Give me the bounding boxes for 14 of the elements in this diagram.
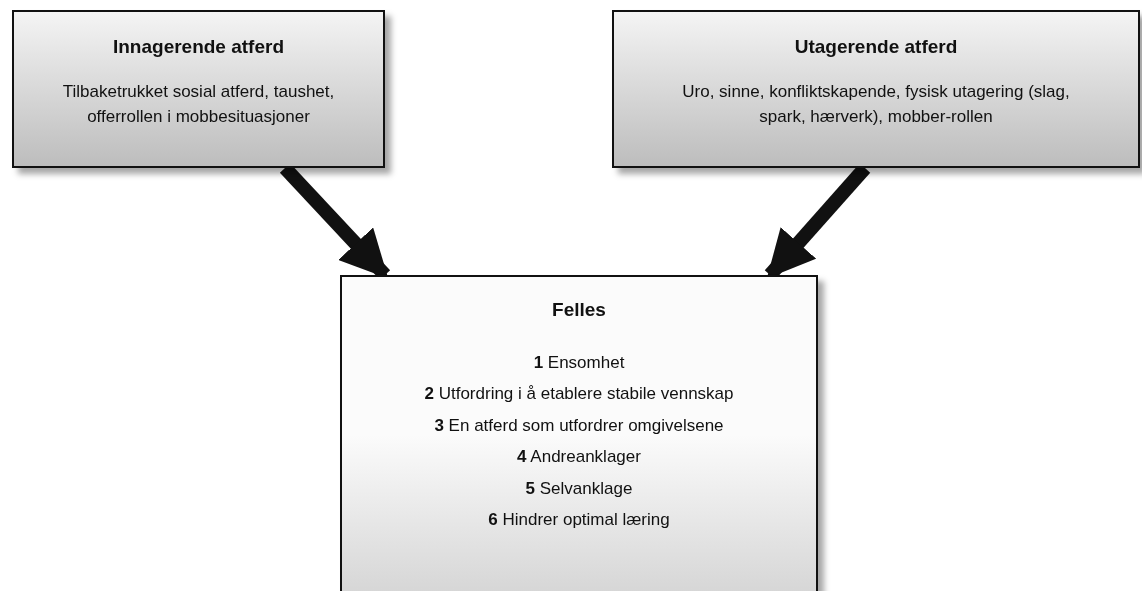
- list-item: 6 Hindrer optimal læring: [488, 509, 670, 532]
- list-item: 5 Selvanklage: [525, 477, 633, 500]
- list-item: 2 Utfordring i å etablere stabile vennskap: [424, 383, 734, 406]
- text-box: [12, 10, 385, 168]
- box-heading: Felles: [552, 299, 606, 321]
- box-heading: Utagerende atferd: [794, 36, 958, 58]
- box-heading: Innagerende atferd: [112, 36, 284, 58]
- list-item: 4 Andreanklager: [517, 446, 641, 469]
- list-item: 3 En atferd som utfordrer omgivelsene: [434, 414, 724, 437]
- text-box: [340, 275, 818, 591]
- box-text: Uro, sinne, konfliktskapende, fysisk utagering (slag, spark, hærverk), mobber-rollen: [681, 81, 1071, 128]
- text-box: [612, 10, 1140, 168]
- box-text: Tilbaketrukket sosial atferd, taushet, offerrollen i mobbesituasjoner: [61, 81, 336, 128]
- list-item: 1 Ensomhet: [533, 352, 625, 374]
